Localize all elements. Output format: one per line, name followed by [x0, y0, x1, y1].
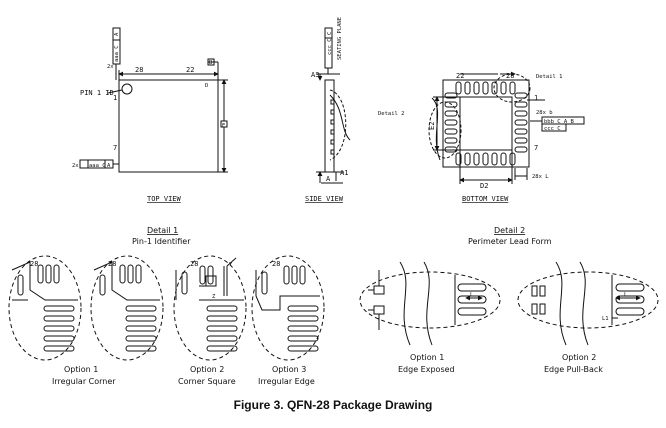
- pin1-id-mark: [121, 83, 133, 95]
- bottom-dim-1: 1: [534, 94, 538, 102]
- detail2-option1: [359, 261, 501, 346]
- detail2-opt1-desc: Edge Exposed: [398, 365, 455, 374]
- bottom-dim-28x-l: 28x L: [532, 174, 549, 180]
- side-dim-a: A: [326, 175, 331, 183]
- detail2-opt1-l: L: [470, 292, 474, 298]
- detail1-opt1-desc: Irregular Corner: [52, 377, 116, 386]
- detail1-title: Detail 1: [147, 226, 178, 235]
- detail2-option2: [517, 261, 659, 346]
- side-view-title: SIDE VIEW: [305, 195, 344, 203]
- bottom-dim-e2: E2: [428, 122, 436, 130]
- top-fcf-text: aaa C: [114, 45, 120, 62]
- detail2-opt1-name: Option 1: [410, 353, 444, 362]
- top-dim-28: 28: [135, 66, 143, 74]
- bottom-fcf-text: aaa C: [89, 163, 106, 169]
- top-dim-7: 7: [113, 144, 117, 152]
- detail1-subtitle: Pin-1 Identifier: [132, 237, 191, 246]
- top-datum-e: E: [222, 123, 225, 129]
- bottom-fcf-ccc: ccc C: [544, 126, 561, 132]
- detail1-opt3-name: Option 3: [272, 365, 306, 374]
- top-dim-22: 22: [186, 66, 194, 74]
- detail2-opt2-l1: L1: [602, 316, 609, 322]
- bottom-fcf-datum: A: [107, 163, 111, 169]
- detail1-opt1-num: 28: [30, 260, 38, 268]
- top-fcf-datum-a: A: [114, 32, 120, 36]
- detail1-option2: [173, 255, 247, 361]
- detail2-opt2-desc: Edge Pull-Back: [544, 365, 603, 374]
- detail1-option2-square: [90, 255, 164, 361]
- side-dim-a1: A1: [340, 169, 348, 177]
- bottom-view-title: BOTTOM VIEW: [462, 195, 509, 203]
- bottom-dim-d2: D2: [480, 182, 488, 190]
- detail1-opt2a-num: 28: [108, 260, 116, 268]
- bottom-view: [428, 71, 585, 184]
- bottom-dim-28x-b: 28x b: [536, 110, 553, 116]
- side-view: [316, 27, 351, 184]
- detail1-dim-y: Y: [229, 262, 233, 268]
- bottom-leads-bottom: [455, 152, 516, 166]
- bottom-leads-right: [514, 92, 528, 153]
- bottom-dim-28: 28: [506, 72, 514, 80]
- figure-caption: Figure 3. QFN-28 Package Drawing: [233, 398, 433, 412]
- side-datum-c: C: [327, 32, 333, 35]
- detail2-opt2-name: Option 2: [562, 353, 596, 362]
- detail1-opt2-name: Option 2: [190, 365, 224, 374]
- top-fcf-prefix: 2x: [107, 64, 114, 70]
- bottom-dim-7: 7: [534, 144, 538, 152]
- bottom-outline: [442, 79, 530, 168]
- side-fcf-ccc: ccc C: [327, 38, 333, 55]
- top-datum-b: B: [209, 60, 213, 66]
- top-dim-1: 1: [113, 94, 117, 102]
- detail1-dim-z: Z: [212, 294, 216, 300]
- detail2-title: Detail 2: [494, 226, 525, 235]
- detail1-opt3-num: 28: [272, 260, 280, 268]
- bottom-detail2-ref: Detail 2: [378, 111, 405, 117]
- detail1-option1: [8, 255, 82, 361]
- detail1-option3: [251, 255, 325, 361]
- bottom-detail1-ref: Detail 1: [536, 74, 563, 80]
- exposed-pad: [459, 96, 513, 151]
- bottom-dim-22: 22: [456, 72, 464, 80]
- top-view-outline: [118, 79, 219, 173]
- bottom-leads-top: [455, 81, 516, 95]
- detail2-opt2-l: L: [624, 292, 628, 298]
- seating-plane-label: SEATING PLANE: [337, 17, 343, 60]
- top-datum-d: D: [205, 83, 208, 89]
- detail1-opt2-num: 28: [190, 260, 198, 268]
- top-view-title: TOP VIEW: [147, 195, 182, 203]
- detail2-subtitle: Perimeter Lead Form: [468, 237, 552, 246]
- side-dim-a3: A3: [311, 71, 319, 79]
- bottom-fcf-bbb: bbb C A B: [544, 119, 574, 125]
- pin1-label: PIN 1 ID: [80, 89, 114, 97]
- top-view: [79, 27, 228, 173]
- detail1-opt1-name: Option 1: [64, 365, 98, 374]
- detail1-opt2-desc: Corner Square: [178, 377, 236, 386]
- bottom-fcf-prefix: 2x: [72, 163, 79, 169]
- detail1-opt3-desc: Irregular Edge: [258, 377, 315, 386]
